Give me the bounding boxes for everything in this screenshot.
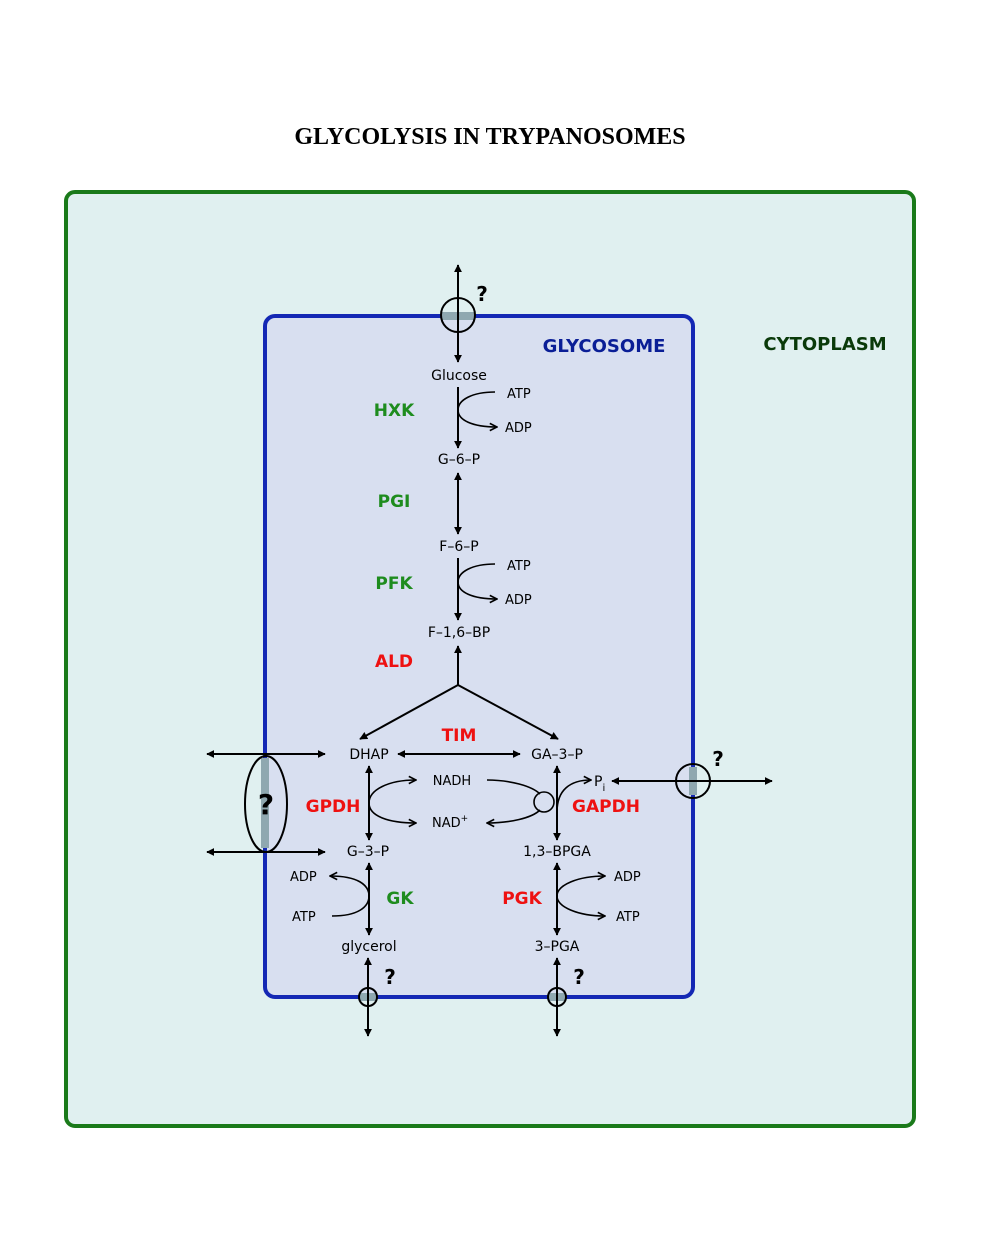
glycosome-compartment <box>263 314 695 999</box>
metabolite-glycerol: glycerol <box>341 939 396 955</box>
enzyme-tim: TIM <box>442 726 477 746</box>
gapdh-coupling-node <box>533 791 555 813</box>
gapdh-pi-curve <box>556 780 591 813</box>
enzyme-gpdh: GPDH <box>306 797 361 817</box>
cofactor-nadh: NADH <box>433 774 471 789</box>
glycerol-transporter <box>358 987 378 1007</box>
hxk-cofactor-out: ADP <box>505 421 532 436</box>
gapdh-nadh-curve <box>486 779 541 795</box>
dhap-g3p-antiporter <box>244 755 288 853</box>
gk-cofactor-in: ADP <box>290 870 317 885</box>
metabolite-g3p: G–3–P <box>347 844 389 860</box>
pga3-transporter-question: ? <box>573 965 585 989</box>
dhap-g3p-transporter-question: ? <box>258 788 274 821</box>
page-title: GLYCOLYSIS IN TRYPANOSOMES <box>294 124 685 150</box>
enzyme-gk: GK <box>386 889 414 909</box>
ald-ga3p-arrow <box>457 684 559 740</box>
cofactor-nad-charge: + <box>461 814 469 824</box>
ald-dhap-arrow <box>359 684 459 740</box>
dhap-g3p-transporter-crossing <box>261 758 269 848</box>
pfk-cofactor-curve <box>457 563 497 599</box>
pga3-transporter <box>547 987 567 1007</box>
pgk-cofactor-in: ADP <box>614 870 641 885</box>
pfk-cofactor-out: ADP <box>505 593 532 608</box>
glycosome-label: GLYCOSOME <box>543 336 666 357</box>
pfk-cofactor-in: ATP <box>507 559 531 574</box>
glycerol-transporter-question: ? <box>384 965 396 989</box>
metabolite-3pga: 3–PGA <box>535 939 580 955</box>
cytoplasm-label: CYTOPLASM <box>763 334 886 355</box>
pgk-cofactor-out: ATP <box>616 910 640 925</box>
pgk-cofactor-curve <box>556 876 605 916</box>
enzyme-pfk: PFK <box>375 574 413 594</box>
gk-cofactor-curve <box>330 876 370 917</box>
hxk-cofactor-in: ATP <box>507 387 531 402</box>
metabolite-f6p: F–6–P <box>439 539 478 555</box>
hxk-cofactor-curve <box>457 391 497 427</box>
enzyme-pgi: PGI <box>378 492 411 512</box>
gk-cofactor-out: ATP <box>292 910 316 925</box>
metabolite-g6p: G–6–P <box>438 452 480 468</box>
enzyme-gapdh: GAPDH <box>572 797 640 817</box>
metabolite-dhap: DHAP <box>349 747 388 763</box>
metabolite-pi-sub: i <box>602 783 605 794</box>
metabolite-pi-text: P <box>594 774 602 790</box>
metabolite-pi: Pi <box>594 774 605 794</box>
enzyme-ald: ALD <box>375 652 413 672</box>
cofactor-nad: NAD+ <box>432 814 468 831</box>
glucose-transporter-question: ? <box>476 282 488 306</box>
pi-transporter-question: ? <box>712 747 724 771</box>
metabolite-bpga: 1,3–BPGA <box>523 844 591 860</box>
cofactor-nad-text: NAD <box>432 816 461 831</box>
pi-transporter <box>675 763 711 799</box>
metabolite-f16bp: F–1,6–BP <box>428 625 490 641</box>
enzyme-hxk: HXK <box>374 401 415 421</box>
metabolite-glucose: Glucose <box>431 368 487 384</box>
glucose-transporter <box>440 297 476 333</box>
enzyme-pgk: PGK <box>502 889 542 909</box>
gapdh-nad-curve <box>487 809 541 823</box>
metabolite-ga3p: GA–3–P <box>531 747 583 763</box>
gpdh-cofactor-curve <box>368 780 416 823</box>
